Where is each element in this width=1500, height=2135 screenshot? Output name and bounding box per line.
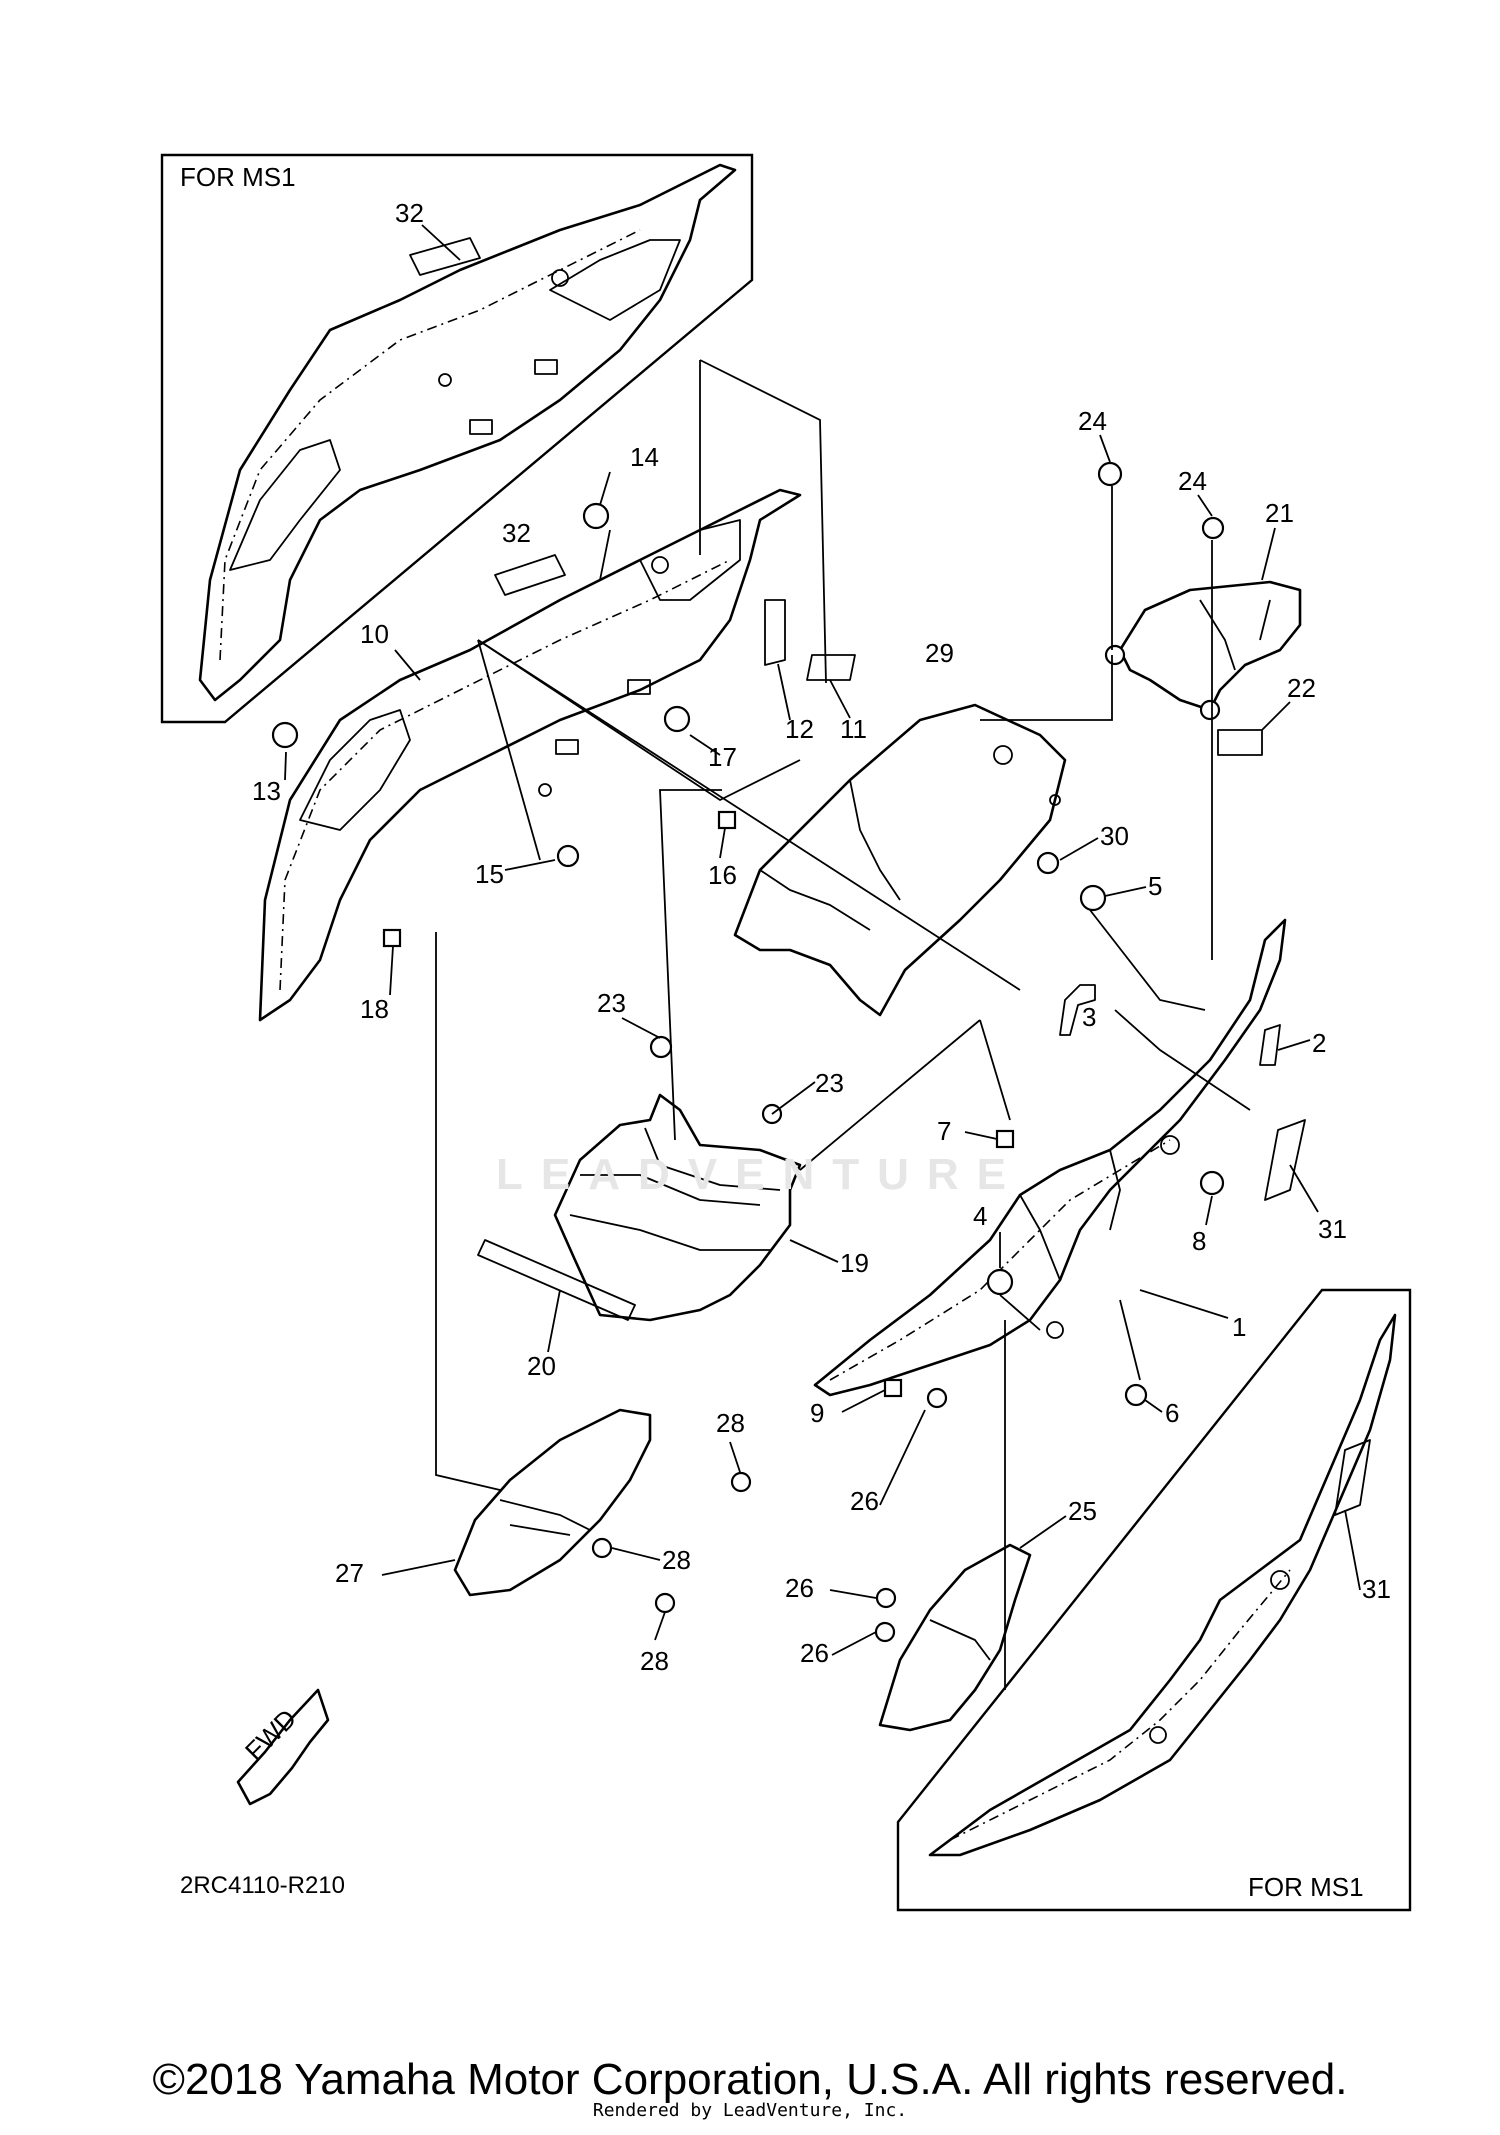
callout-26: 26 bbox=[785, 1573, 814, 1603]
sticker-32-top bbox=[409, 237, 481, 276]
callout-23: 23 bbox=[815, 1068, 844, 1098]
callout-1: 1 bbox=[1232, 1312, 1246, 1342]
diagram-code: 2RC4110-R210 bbox=[180, 1872, 345, 1899]
callout-17: 17 bbox=[708, 742, 737, 772]
lower-cover-27 bbox=[453, 1408, 652, 1597]
fwd-arrow-icon: FWD bbox=[236, 1688, 330, 1806]
callout-24: 24 bbox=[1178, 466, 1207, 496]
callout-28: 28 bbox=[716, 1408, 745, 1438]
callout-26: 26 bbox=[850, 1486, 879, 1516]
inset-box-top bbox=[160, 153, 754, 724]
sticker-32 bbox=[494, 554, 566, 596]
callouts: 32 14 32 10 13 15 18 16 17 1 2 11 29 24 2… bbox=[252, 198, 1391, 1676]
callout-28: 28 bbox=[640, 1646, 669, 1676]
callout-5: 5 bbox=[1148, 871, 1162, 901]
callout-26: 26 bbox=[800, 1638, 829, 1668]
callout-16: 16 bbox=[708, 860, 737, 890]
callout-18: 18 bbox=[360, 994, 389, 1024]
callout-23: 23 bbox=[597, 988, 626, 1018]
callout-13: 13 bbox=[252, 776, 281, 806]
watermark: LEADVENTURE bbox=[495, 1150, 1025, 1199]
rendered-by-text: Rendered by LeadVenture, Inc. bbox=[592, 2100, 908, 2121]
callout-21: 21 bbox=[1265, 498, 1294, 528]
callout-32: 32 bbox=[395, 198, 424, 228]
side-cover-ms1-bottom bbox=[928, 1313, 1397, 1857]
center-panel-29 bbox=[733, 703, 1067, 1017]
callout-4: 4 bbox=[973, 1201, 987, 1231]
pad-22 bbox=[1217, 729, 1263, 756]
callout-15: 15 bbox=[475, 859, 504, 889]
callout-24: 24 bbox=[1078, 406, 1107, 436]
callout-9: 9 bbox=[810, 1398, 824, 1428]
sticker-2 bbox=[1259, 1024, 1281, 1066]
callout-20: 20 bbox=[527, 1351, 556, 1381]
sticker-31 bbox=[1264, 1119, 1306, 1201]
inset-box-bottom bbox=[896, 1288, 1412, 1912]
callout-6: 6 bbox=[1165, 1398, 1179, 1428]
callout-28: 28 bbox=[662, 1545, 691, 1575]
callout-29: 29 bbox=[925, 638, 954, 668]
callout-32: 32 bbox=[502, 518, 531, 548]
callout-14: 14 bbox=[630, 442, 659, 472]
copyright-text: ©2018 Yamaha Motor Corporation, U.S.A. A… bbox=[152, 2055, 1348, 2104]
callout-3: 3 bbox=[1082, 1002, 1096, 1032]
callout-27: 27 bbox=[335, 1558, 364, 1588]
strip-20 bbox=[477, 1239, 636, 1321]
sticker-31-ms1 bbox=[1334, 1439, 1371, 1516]
inset-label-bottom: FOR MS1 bbox=[1248, 1872, 1364, 1902]
leader-lines bbox=[435, 359, 1251, 1690]
callout-30: 30 bbox=[1100, 821, 1129, 851]
callout-22: 22 bbox=[1287, 673, 1316, 703]
callout-10: 10 bbox=[360, 619, 389, 649]
callout-31: 31 bbox=[1362, 1574, 1391, 1604]
lower-cover-25 bbox=[878, 1543, 1032, 1732]
fwd-label: FWD bbox=[239, 1703, 302, 1766]
callout-8: 8 bbox=[1192, 1226, 1206, 1256]
callout-19: 19 bbox=[840, 1248, 869, 1278]
rear-cover-21 bbox=[1104, 580, 1302, 721]
callout-31: 31 bbox=[1318, 1214, 1347, 1244]
front-cover-19 bbox=[553, 1093, 802, 1322]
callout-7: 7 bbox=[937, 1116, 951, 1146]
side-cover-1 bbox=[813, 918, 1287, 1397]
bracket-3 bbox=[1059, 984, 1096, 1036]
inset-label-top: FOR MS1 bbox=[180, 162, 296, 192]
callout-2: 2 bbox=[1312, 1028, 1326, 1058]
callout-leaders bbox=[284, 224, 1361, 1656]
callout-11: 11 bbox=[840, 714, 867, 744]
hardware bbox=[271, 461, 1225, 1643]
callout-25: 25 bbox=[1068, 1496, 1097, 1526]
side-cover-ms1-top bbox=[198, 163, 737, 702]
